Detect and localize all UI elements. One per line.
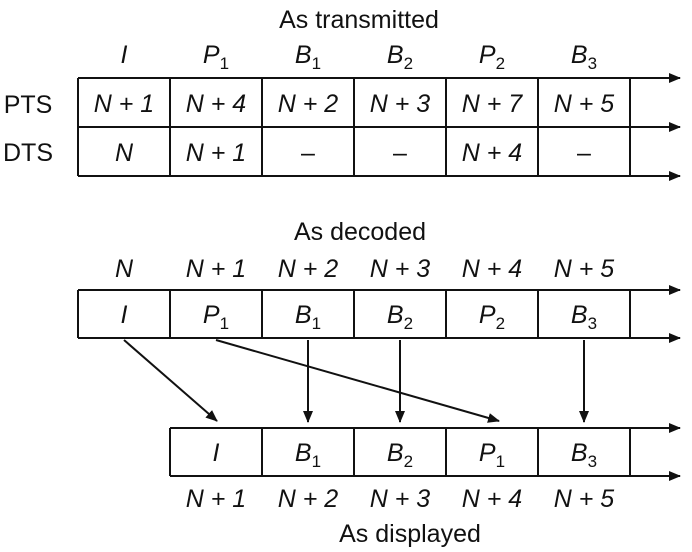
- pts-value: N + 4: [186, 90, 246, 118]
- pts-value: N + 5: [554, 90, 615, 118]
- pts-value: N + 1: [94, 90, 154, 118]
- decode-time-label: N + 1: [186, 255, 246, 283]
- reorder-arrow-p1: [215, 339, 500, 423]
- transmitted-frame-label: B2: [387, 41, 413, 73]
- decoded-grid: [77, 285, 681, 343]
- dts-value: N + 4: [462, 139, 522, 167]
- dts-values: N N + 1 – – N + 4 –: [115, 139, 591, 167]
- decoded-frame: P2: [479, 301, 505, 333]
- displayed-frame: B2: [387, 439, 413, 471]
- decode-time-label: N + 4: [462, 255, 522, 283]
- displayed-grid: [169, 423, 681, 481]
- transmitted-title: As transmitted: [279, 6, 439, 34]
- reorder-arrow-i: [123, 339, 218, 422]
- decoded-title: As decoded: [294, 218, 426, 246]
- transmitted-frame-label: B3: [571, 41, 597, 73]
- decode-time-label: N + 3: [370, 255, 431, 283]
- reorder-arrows: [123, 339, 589, 423]
- display-time-label: N + 5: [554, 485, 615, 513]
- pts-value: N + 3: [370, 90, 431, 118]
- displayed-frame: B1: [295, 439, 321, 471]
- decoded-times: N N + 1 N + 2 N + 3 N + 4 N + 5: [115, 255, 614, 283]
- dts-value: N + 1: [186, 139, 246, 167]
- display-time-label: N + 1: [186, 485, 246, 513]
- transmitted-grid: [77, 73, 681, 181]
- decoded-frame: B3: [571, 301, 597, 333]
- decoded-frame: I: [121, 301, 128, 329]
- dts-value: N: [115, 139, 134, 167]
- decode-time-label: N + 2: [278, 255, 339, 283]
- dts-value: –: [393, 139, 407, 167]
- transmitted-frame-label: P2: [479, 41, 505, 73]
- display-time-label: N + 4: [462, 485, 522, 513]
- dts-value: –: [301, 139, 315, 167]
- transmitted-frame-label: I: [121, 41, 128, 69]
- displayed-title: As displayed: [339, 520, 481, 548]
- decoded-frame: B1: [295, 301, 321, 333]
- display-time-label: N + 3: [370, 485, 431, 513]
- displayed-frame: I: [213, 439, 220, 467]
- transmitted-frame-labels: I P1 B1 B2 P2 B3: [121, 41, 598, 73]
- pts-values: N + 1 N + 4 N + 2 N + 3 N + 7 N + 5: [94, 90, 615, 118]
- decode-time-label: N: [115, 255, 134, 283]
- pts-value: N + 7: [462, 90, 524, 118]
- transmitted-frame-label: B1: [295, 41, 321, 73]
- decode-time-label: N + 5: [554, 255, 615, 283]
- displayed-frame: P1: [479, 439, 505, 471]
- pts-label: PTS: [4, 91, 53, 119]
- decoded-frames: I P1 B1 B2 P2 B3: [121, 301, 598, 333]
- decoded-frame: B2: [387, 301, 413, 333]
- decoded-frame: P1: [203, 301, 229, 333]
- pts-value: N + 2: [278, 90, 339, 118]
- displayed-frames: I B1 B2 P1 B3: [213, 439, 598, 471]
- display-time-label: N + 2: [278, 485, 339, 513]
- dts-label: DTS: [3, 139, 53, 167]
- transmitted-frame-label: P1: [203, 41, 229, 73]
- displayed-frame: B3: [571, 439, 597, 471]
- displayed-times: N + 1 N + 2 N + 3 N + 4 N + 5: [186, 485, 615, 513]
- dts-value: –: [577, 139, 591, 167]
